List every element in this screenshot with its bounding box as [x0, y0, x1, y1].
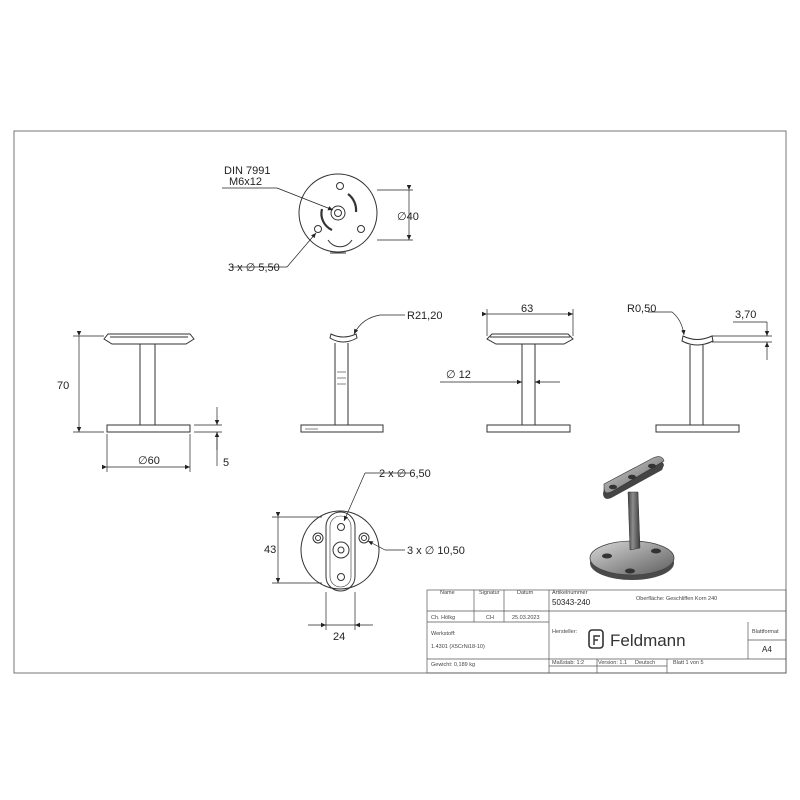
material-value: 1.4301 (X5CrNi18-10) — [431, 644, 485, 650]
front-view-left-dims — [73, 331, 222, 472]
top-view-dims — [222, 185, 413, 268]
screw-label: M6x12 — [229, 176, 262, 188]
material-label: Werkstoff: — [431, 631, 456, 637]
drawn-by: Ch. Hölkg — [431, 615, 455, 621]
hdr-name: Name — [440, 590, 455, 596]
surface-finish: Oberfläche: Geschliffen Korn 240 — [636, 596, 717, 602]
din-label: DIN 7991 — [224, 165, 270, 177]
side-view-radius-dims — [353, 314, 405, 335]
sheet-format-label: Blattformat — [752, 629, 779, 635]
weight: Gewicht: 0,189 kg — [431, 662, 475, 668]
base-dia-label: ∅60 — [138, 455, 160, 467]
article-label: Artikelnummer — [552, 590, 588, 596]
bottom-view-dims — [272, 472, 410, 630]
slot-holes-label: 2 x ∅ 6,50 — [379, 468, 431, 480]
sheet-number: Blatt 1 von 5 — [673, 660, 704, 666]
version: Version: 1.1 — [598, 660, 627, 666]
plate-len-label: 43 — [264, 544, 276, 556]
holes-top-label: 3 x ∅ 5,50 — [228, 262, 280, 274]
drawing-date: 25.03.2023 — [512, 615, 540, 621]
language: Deutsch — [635, 660, 655, 666]
dia-top-label: ∅40 — [397, 211, 419, 223]
side-view-detail — [655, 335, 740, 433]
side-view-detail-dims — [648, 311, 772, 360]
manufacturer-label: Hersteller: — [552, 629, 578, 635]
side-view-radius — [300, 333, 384, 433]
title-block-text: Name Signatur Datum Ch. Hölkg CH 25.03.2… — [431, 590, 779, 668]
edge-radius-label: R0,50 — [627, 303, 656, 315]
pipe-dia-label: ∅ 12 — [446, 369, 471, 381]
feldmann-logo: Feldmann — [588, 629, 686, 650]
brand-name: Feldmann — [610, 631, 686, 650]
scale: Maßstab: 1:2 — [552, 660, 584, 666]
front-view-right-dims — [440, 309, 574, 385]
front-view-left — [103, 333, 195, 433]
top-view — [298, 173, 378, 254]
isometric-view — [589, 456, 675, 580]
hdr-signature: Signatur — [479, 590, 500, 596]
bottom-view — [300, 510, 380, 592]
width-label: 63 — [521, 303, 533, 315]
radius-label: R21,20 — [407, 310, 442, 322]
sheet-frame — [13, 130, 787, 674]
article-number: 50343-240 — [552, 598, 591, 607]
hdr-date: Datum — [517, 590, 534, 596]
base-thickness-label: 5 — [223, 457, 229, 469]
logo-icon — [588, 629, 604, 649]
front-view-right — [486, 333, 574, 433]
flange-height-label: 3,70 — [735, 309, 756, 321]
height-label: 70 — [57, 380, 69, 392]
plate-width-label: 24 — [333, 631, 345, 643]
sheet-format: A4 — [762, 645, 772, 654]
base-holes-label: 3 x ∅ 10,50 — [407, 545, 465, 557]
signature: CH — [486, 615, 494, 621]
title-block — [426, 589, 787, 674]
